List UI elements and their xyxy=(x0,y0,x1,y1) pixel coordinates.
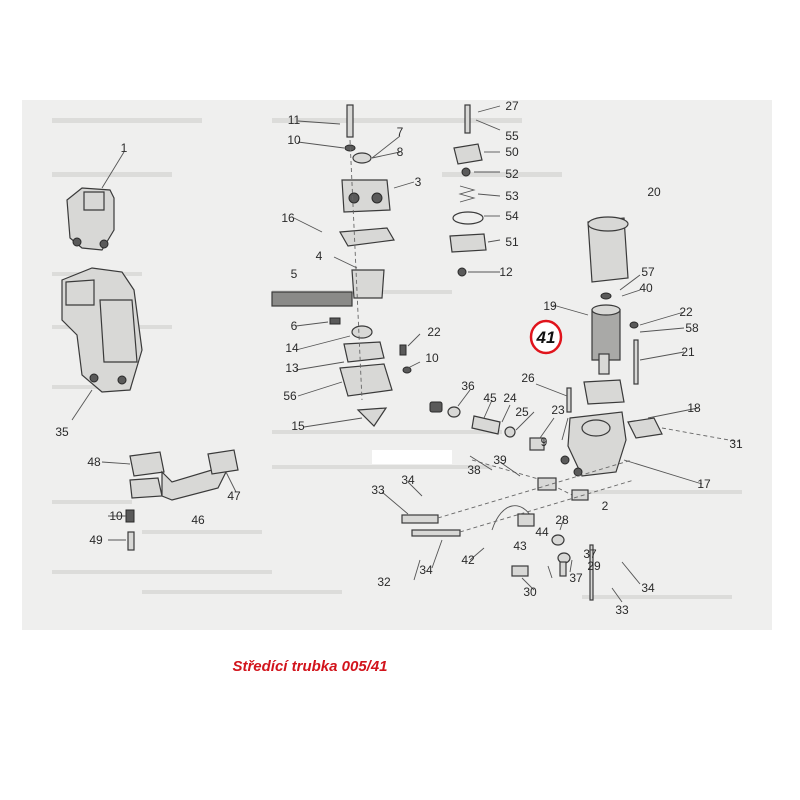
parts-diagram: 1234567891010101112131415161718192021222… xyxy=(52,100,743,617)
part-number-24: 24 xyxy=(503,391,517,405)
part-number-19: 19 xyxy=(543,299,557,313)
part-number-49: 49 xyxy=(89,533,103,547)
main-body-assembly xyxy=(429,379,741,485)
part-number-12: 12 xyxy=(499,265,513,279)
part-caption: Středící trubka 005/41 xyxy=(232,658,388,675)
part-column-center xyxy=(449,104,501,277)
part-number-56: 56 xyxy=(283,389,297,403)
part-number-42: 42 xyxy=(461,553,475,567)
highlight-ring xyxy=(529,319,563,355)
part-number-10: 10 xyxy=(109,509,123,523)
part-number-33: 33 xyxy=(615,603,629,617)
part-number-46: 46 xyxy=(191,513,205,527)
highlight-part-number: 41 xyxy=(536,328,556,347)
part-number-22: 22 xyxy=(427,325,441,339)
part-number-52: 52 xyxy=(505,167,519,181)
part-number-37: 37 xyxy=(583,547,597,561)
part-number-22: 22 xyxy=(679,305,693,319)
part-number-15: 15 xyxy=(291,419,305,433)
part-number-14: 14 xyxy=(285,341,299,355)
part-number-8: 8 xyxy=(397,145,404,159)
part-number-45: 45 xyxy=(483,391,497,405)
part-number-13: 13 xyxy=(285,361,299,375)
part-number-30: 30 xyxy=(523,585,537,599)
pipe-assembly xyxy=(101,449,239,551)
part-number-34: 34 xyxy=(419,563,433,577)
part-number-48: 48 xyxy=(87,455,101,469)
part-number-35: 35 xyxy=(55,425,69,439)
part-column-center-left xyxy=(271,104,421,428)
part-number-20: 20 xyxy=(647,185,661,199)
part-number-3: 3 xyxy=(415,175,422,189)
part-number-33: 33 xyxy=(371,483,385,497)
part-number-54: 54 xyxy=(505,209,519,223)
part-number-5: 5 xyxy=(291,267,298,281)
part-number-58: 58 xyxy=(685,321,699,335)
part-number-27: 27 xyxy=(505,100,519,113)
part-number-36: 36 xyxy=(461,379,475,393)
part-number-10: 10 xyxy=(425,351,439,365)
part-number-39: 39 xyxy=(493,453,507,467)
part-number-11: 11 xyxy=(288,113,301,127)
part-number-31: 31 xyxy=(729,437,743,451)
part-number-40: 40 xyxy=(639,281,653,295)
part-number-44: 44 xyxy=(535,525,549,539)
part-number-16: 16 xyxy=(281,211,295,225)
part-number-2: 2 xyxy=(602,499,609,513)
part-number-55: 55 xyxy=(505,129,519,143)
part-number-57: 57 xyxy=(641,265,655,279)
part-number-38: 38 xyxy=(467,463,481,477)
part-number-29: 29 xyxy=(587,559,601,573)
part-number-18: 18 xyxy=(687,401,701,415)
part-number-28: 28 xyxy=(555,513,569,527)
part-number-26: 26 xyxy=(521,371,535,385)
part-number-34: 34 xyxy=(401,473,415,487)
part-number-53: 53 xyxy=(505,189,519,203)
part-number-25: 25 xyxy=(515,405,529,419)
part-number-34: 34 xyxy=(641,581,655,595)
filter-assembly xyxy=(552,216,685,385)
part-number-7: 7 xyxy=(397,125,404,139)
part-number-43: 43 xyxy=(513,539,527,553)
lower-fittings xyxy=(381,455,641,603)
scan-glare xyxy=(372,450,452,464)
part-number-labels: 1234567891010101112131415161718192021222… xyxy=(55,100,743,617)
part-number-47: 47 xyxy=(227,489,241,503)
part-number-10: 10 xyxy=(287,133,301,147)
part-number-50: 50 xyxy=(505,145,519,159)
part-number-4: 4 xyxy=(316,249,323,263)
part-number-1: 1 xyxy=(121,141,128,155)
part-number-32: 32 xyxy=(377,575,391,589)
part-number-21: 21 xyxy=(681,345,695,359)
part-35-drawing xyxy=(61,267,143,421)
part-number-37: 37 xyxy=(569,571,583,585)
part-number-17: 17 xyxy=(697,477,711,491)
part-number-23: 23 xyxy=(551,403,565,417)
part-number-9: 9 xyxy=(541,435,548,449)
part-1-drawing xyxy=(66,151,125,251)
part-41-callout: 41 xyxy=(529,319,563,355)
part-number-6: 6 xyxy=(291,319,298,333)
part-number-51: 51 xyxy=(505,235,519,249)
